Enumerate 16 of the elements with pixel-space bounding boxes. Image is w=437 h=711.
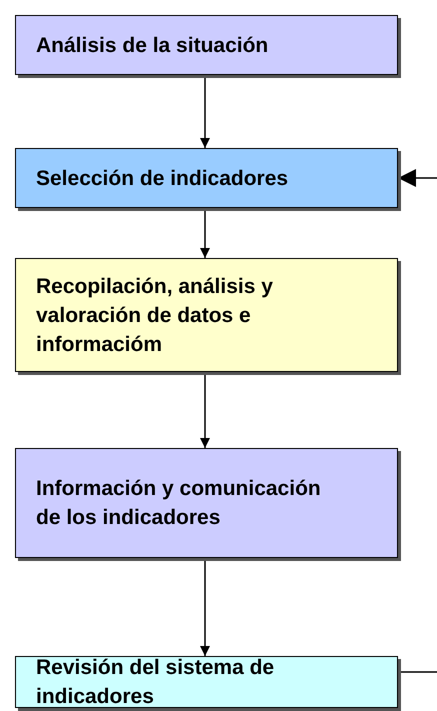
arrow — [200, 208, 210, 258]
arrow — [200, 558, 210, 656]
step-label: Recopilación, análisis y valoración de datos e informacióm — [36, 274, 274, 358]
process-box — [15, 258, 398, 372]
feedback-line — [398, 169, 437, 187]
process-box — [15, 656, 398, 708]
process-box — [15, 15, 398, 75]
feedback-line — [398, 671, 437, 673]
arrow — [200, 372, 210, 448]
step-label: Selección de indicadores — [36, 166, 288, 192]
step-label: Análisis de la situación — [36, 32, 268, 58]
step-label: Revisión del sistema de indicadores — [36, 655, 276, 710]
step-label: Información y comunicación de los indicadores — [36, 476, 322, 531]
arrow — [200, 75, 210, 148]
process-box — [15, 448, 398, 558]
process-box — [15, 148, 398, 208]
